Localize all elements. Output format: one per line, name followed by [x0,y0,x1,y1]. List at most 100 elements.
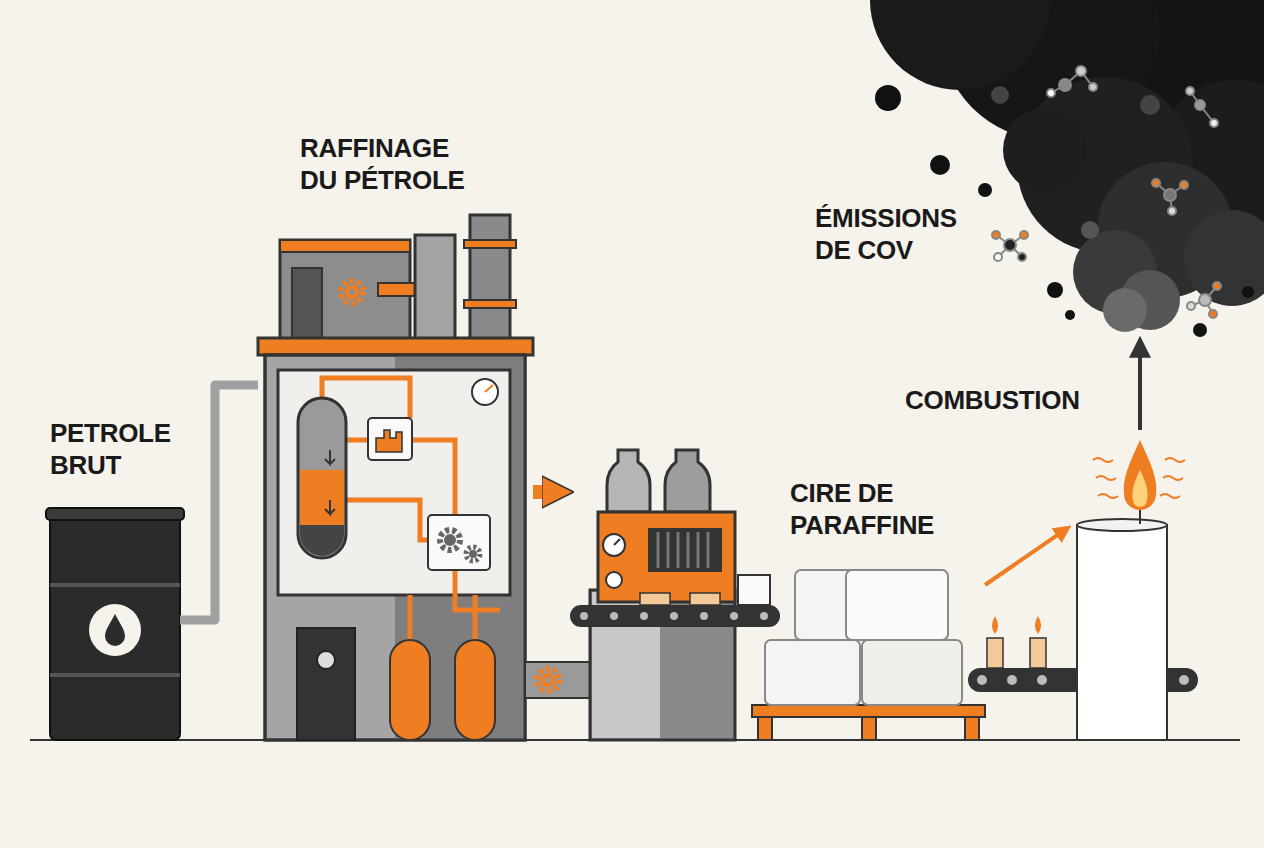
oil-barrel [50,583,180,587]
emission-cloud [1103,288,1147,332]
refinery [428,515,490,570]
paraffin-blocks [752,570,985,740]
molding-machine [730,612,738,620]
refinery [265,355,525,740]
oil-barrel [89,604,141,656]
refinery [390,640,430,740]
refinery [469,550,477,558]
soot-particle [1242,286,1254,298]
voc-molecule [1020,231,1028,239]
stage-heading: ÉMISSIONS DE COV [815,203,985,266]
molding-machine [580,612,768,620]
refinery-node: RAFFINAGE DU PÉTROLE [258,215,533,740]
candle [1077,440,1185,740]
voc-molecule [1047,66,1097,97]
paraffin-blocks [758,717,772,740]
molding-machine [598,512,735,602]
molding-machine [614,539,620,545]
soot-particle [978,183,992,197]
paraffin-blocks [846,570,948,640]
refinery [466,547,480,561]
refinery [464,240,516,248]
oil-barrel [46,508,184,740]
molding-machine [665,450,710,512]
paraffin-blocks [965,717,979,740]
refinery [265,355,525,740]
candle [1124,440,1157,510]
refinery [300,470,344,525]
soot-particle [1140,95,1160,115]
molding-machine [670,612,678,620]
refinery [317,651,335,669]
voc-molecule [994,253,1002,261]
refinery [368,418,412,460]
molding-machine [760,612,768,620]
refinery [376,430,402,452]
molding-machine [606,572,622,588]
refinery [258,338,533,355]
refinery [464,300,516,308]
voc-molecule [1187,282,1221,318]
transfer-conveyor [545,677,551,683]
molding-machine [658,532,708,568]
refinery [444,534,456,546]
refinery [297,628,355,740]
flow-arrow [533,485,548,499]
voc-molecule [992,231,1000,239]
stage-heading: RAFFINAGE DU PÉTROLE [300,133,475,196]
voc-molecule [1004,239,1016,251]
emission-cloud [1003,108,1087,192]
candle [1098,494,1118,498]
voc-molecule [1180,181,1188,189]
paraffin-blocks [752,705,985,717]
molding-machine [648,528,722,572]
refinery [345,285,359,299]
paraffin-blocks [862,640,962,705]
voc-molecule [1076,66,1086,76]
voc-molecule [1047,89,1055,97]
oil-barrel [50,673,180,677]
voc-molecule [1187,302,1195,310]
voc-molecule [1213,282,1221,290]
candle-conveyor [1035,616,1041,634]
refinery [322,378,500,640]
molding-machine [700,612,708,620]
candle [1139,508,1141,524]
soot-particle [1065,310,1075,320]
voc-molecule [1195,100,1205,110]
candle [1132,470,1147,507]
candle-conveyor [987,638,1003,668]
voc-molecule [1186,87,1218,127]
refinery [440,530,460,550]
barrel-node: PETROLE BRUT [50,510,180,740]
refinery [325,450,335,514]
refinery [472,379,498,405]
molding-machine [640,593,670,605]
soot-particle [1081,221,1099,239]
stage-heading: PETROLE BRUT [50,418,185,481]
candle-conveyor [1037,675,1047,685]
refinery [415,235,455,340]
voc-molecule [1199,294,1211,306]
molding-machine [580,612,588,620]
refinery [341,281,363,303]
voc-molecule [1168,207,1176,215]
emission-cloud [870,0,1050,90]
oil-barrel [50,510,180,740]
refinery [280,240,410,252]
candle [1077,525,1167,740]
soot-particle [1193,323,1207,337]
paraffin-blocks [765,640,860,705]
candle [1093,458,1113,462]
voc-molecule [1164,189,1176,201]
molding-machine [610,612,618,620]
oil-barrel [46,508,184,520]
candle-conveyor [1179,675,1189,685]
cloud-node: ÉMISSIONS DE COV [1000,0,1264,335]
candle [1165,458,1185,462]
candle-node: COMBUSTION [1072,430,1170,740]
refinery [349,289,355,295]
candle [1093,458,1185,498]
